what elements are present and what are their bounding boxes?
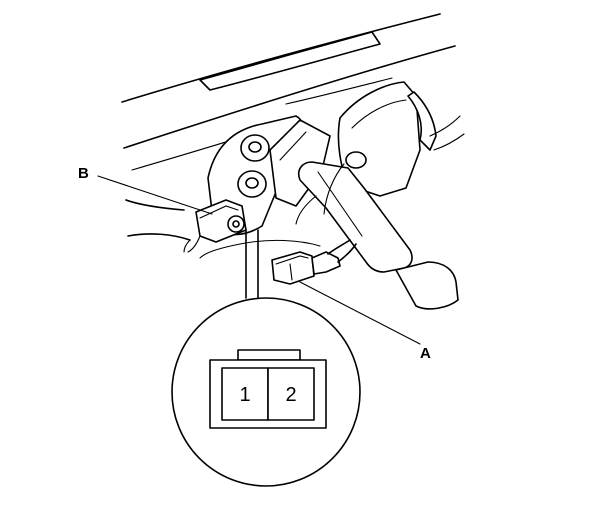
connector-detail-view: 1 2 [171, 229, 361, 487]
connector-latch [237, 349, 301, 361]
callout-a: A [420, 345, 431, 362]
column-body [121, 13, 456, 241]
callout-b: B [78, 165, 89, 182]
brake-pedal [295, 81, 465, 310]
terminal-1 [221, 367, 269, 421]
pin-1-label: 1 [239, 384, 250, 406]
leader-line-b [97, 175, 213, 215]
leader-line-a [299, 281, 421, 345]
connector-b [183, 199, 247, 253]
terminal-2 [267, 367, 315, 421]
connector-a [199, 239, 357, 285]
pin-2-label: 2 [285, 384, 296, 406]
